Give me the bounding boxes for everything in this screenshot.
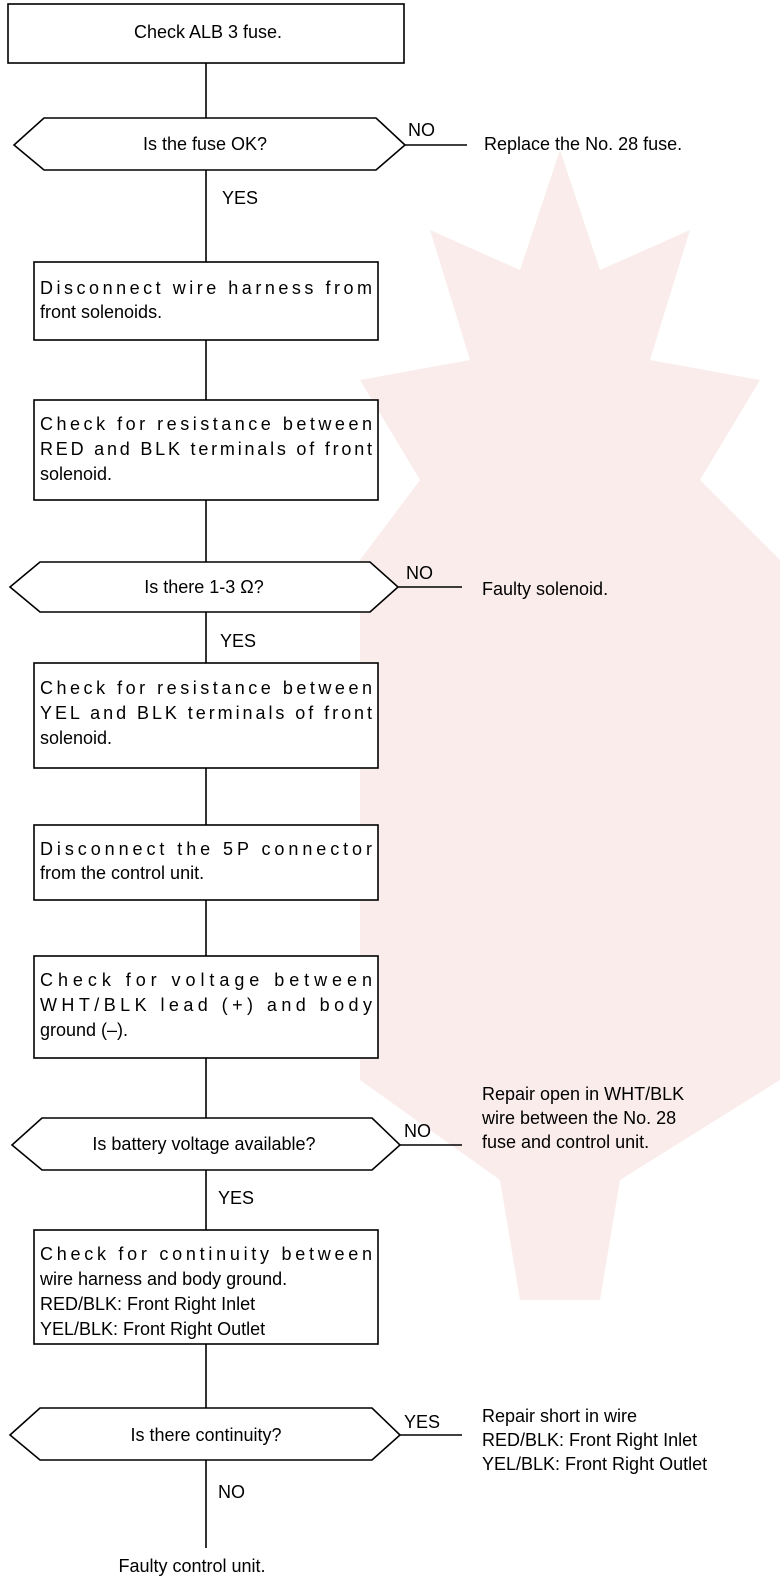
step-6-line-3: ground (–). [40, 1020, 128, 1040]
step-5-line-1: Disconnect the 5P connector [40, 839, 372, 859]
process-box-4 [33, 662, 379, 769]
decision-3-no-result-line-3: fuse and control unit. [482, 1132, 649, 1152]
decision-box-4 [8, 1407, 402, 1461]
decision-box-2 [8, 561, 400, 613]
step-5-line-2: from the control unit. [40, 863, 204, 883]
step-4-line-1: Check for resistance between [40, 678, 372, 698]
step-7-line-2: wire harness and body ground. [39, 1269, 287, 1289]
process-box-6 [33, 955, 379, 1059]
decision-4-text: Is there continuity? [130, 1425, 281, 1445]
decision-1-no-label: NO [408, 120, 435, 140]
decision-1-yes-label: YES [222, 188, 258, 208]
decision-box-1 [12, 117, 407, 171]
decision-2-no-result: Faulty solenoid. [482, 579, 608, 599]
step-3-line-1: Check for resistance between [40, 414, 372, 434]
decision-2-no-label: NO [406, 563, 433, 583]
step-7-line-4: YEL/BLK: Front Right Outlet [40, 1319, 265, 1339]
decision-2-yes-label: YES [220, 631, 256, 651]
process-box-3 [33, 399, 379, 501]
step-3-line-2: RED and BLK terminals of front [40, 439, 372, 459]
decision-4-yes-result-line-1: Repair short in wire [482, 1406, 637, 1426]
process-box-7 [33, 1229, 379, 1345]
decision-3-text: Is battery voltage available? [92, 1134, 315, 1154]
step-2-line-2: front solenoids. [40, 302, 162, 322]
step-6-line-2: WHT/BLK lead (+) and body [40, 995, 372, 1015]
final-result-text: Faulty control unit. [118, 1556, 265, 1576]
step-3-line-3: solenoid. [40, 464, 112, 484]
decision-3-yes-label: YES [218, 1188, 254, 1208]
decision-4-yes-result-line-2: RED/BLK: Front Right Inlet [482, 1430, 697, 1450]
decision-2-text: Is there 1-3 Ω? [144, 577, 264, 597]
process-box-2 [33, 261, 379, 341]
decision-box-3 [10, 1117, 402, 1171]
step-4-line-3: solenoid. [40, 728, 112, 748]
decision-1-no-result: Replace the No. 28 fuse. [484, 134, 682, 154]
step-1-text: Check ALB 3 fuse. [134, 22, 282, 42]
step-7-line-3: RED/BLK: Front Right Inlet [40, 1294, 255, 1314]
process-box-5 [33, 824, 379, 901]
process-box-1 [7, 3, 405, 64]
decision-3-no-result-line-2: wire between the No. 28 [481, 1108, 676, 1128]
decision-3-no-label: NO [404, 1121, 431, 1141]
decision-4-yes-result-line-3: YEL/BLK: Front Right Outlet [482, 1454, 707, 1474]
decision-3-no-result-line-1: Repair open in WHT/BLK [482, 1084, 684, 1104]
decision-1-text: Is the fuse OK? [143, 134, 267, 154]
decision-4-yes-label: YES [404, 1412, 440, 1432]
decision-4-no-label: NO [218, 1482, 245, 1502]
